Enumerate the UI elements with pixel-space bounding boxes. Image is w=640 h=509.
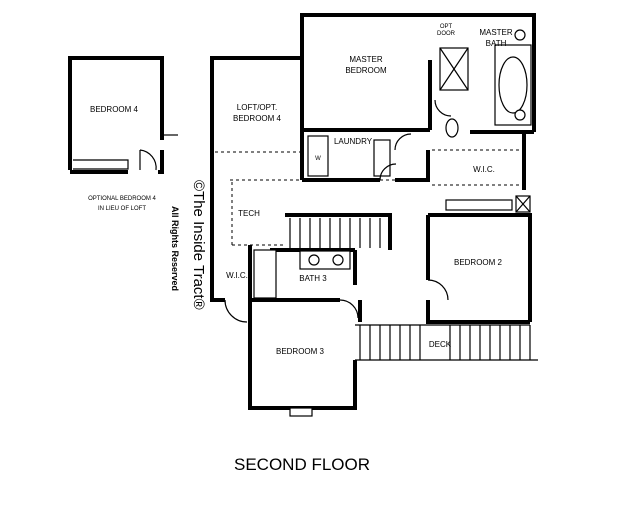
copyright-text: ©The Inside Tract® bbox=[190, 180, 207, 310]
interior-details: W bbox=[215, 29, 538, 417]
loft-label-line-2: BEDROOM 4 bbox=[233, 114, 282, 123]
room-labels: LOFT/OPT. BEDROOM 4 MASTER BEDROOM MASTE… bbox=[226, 24, 513, 356]
deck-railing bbox=[355, 324, 538, 361]
optional-note-line-2: IN LIEU OF LOFT bbox=[98, 206, 146, 212]
master-bath-label-line-1: MASTER bbox=[479, 28, 513, 37]
opt-door-label-line-1: OPT bbox=[440, 24, 453, 30]
master-wic-label: W.I.C. bbox=[473, 165, 495, 174]
bath-3-label: BATH 3 bbox=[299, 274, 327, 283]
floor-caption: SECOND FLOOR bbox=[234, 455, 370, 474]
svg-text:W: W bbox=[315, 156, 321, 162]
rights-text: All Rights Reserved bbox=[170, 206, 180, 291]
tech-label: TECH bbox=[238, 209, 260, 218]
master-bath-label-line-2: BATH bbox=[486, 39, 507, 48]
bedroom-2-label: BEDROOM 2 bbox=[454, 258, 503, 267]
opt-door-label-line-2: DOOR bbox=[437, 31, 456, 37]
loft-label-line-1: LOFT/OPT. bbox=[237, 103, 277, 112]
deck-label: DECK bbox=[429, 340, 452, 349]
master-bedroom-label-line-1: MASTER bbox=[349, 55, 383, 64]
laundry-label: LAUNDRY bbox=[334, 137, 373, 146]
bedroom-3-label: BEDROOM 3 bbox=[276, 347, 325, 356]
small-wic-label: W.I.C. bbox=[226, 271, 248, 280]
main-walls bbox=[210, 13, 536, 410]
optional-bedroom-4-inset: BEDROOM 4 OPTIONAL BEDROOM 4 IN LIEU OF … bbox=[68, 56, 178, 212]
bedroom-4-label: BEDROOM 4 bbox=[90, 105, 139, 114]
master-bedroom-label-line-2: BEDROOM bbox=[345, 66, 387, 75]
optional-note-line-1: OPTIONAL BEDROOM 4 bbox=[88, 196, 156, 202]
stairs bbox=[289, 218, 381, 248]
